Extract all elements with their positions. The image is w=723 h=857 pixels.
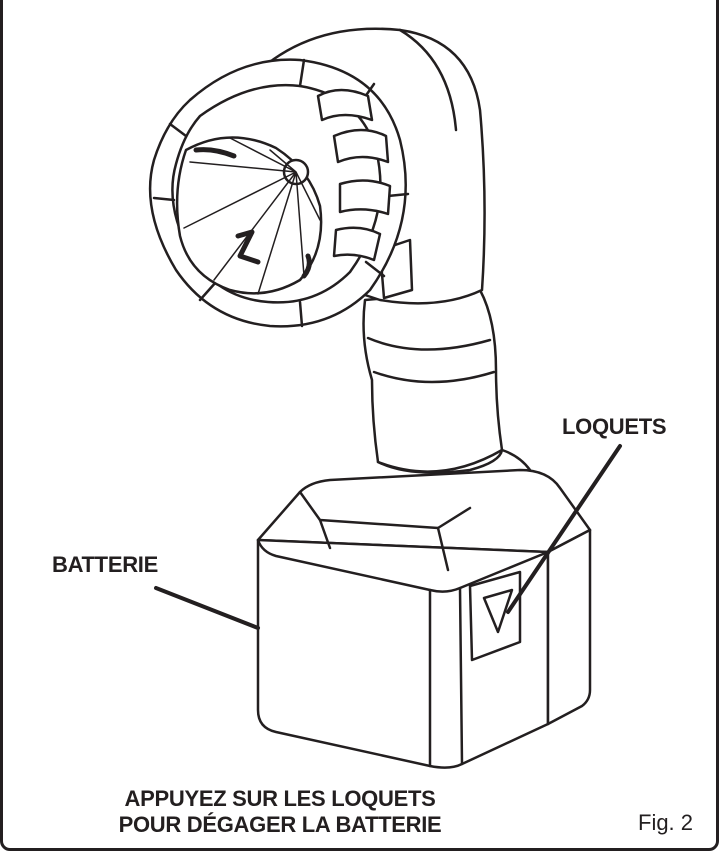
latches-label: LOQUETS	[562, 414, 667, 439]
caption-line-2: POUR DÉGAGER LA BATTERIE	[118, 812, 442, 837]
flashlight-handle	[362, 288, 532, 474]
figure-number: Fig. 2	[638, 810, 694, 835]
battery-label: BATTERIE	[52, 552, 158, 577]
latch-leader-line	[506, 444, 622, 614]
battery-pack	[256, 468, 592, 769]
battery-leader-line	[154, 586, 260, 630]
reflector	[175, 136, 323, 295]
caption-line-1: APPUYEZ SUR LES LOQUETS	[124, 786, 436, 811]
head-fins	[316, 88, 392, 262]
figure-caption: APPUYEZ SUR LES LOQUETS POUR DÉGAGER LA …	[90, 786, 470, 838]
battery-latch	[468, 570, 522, 662]
